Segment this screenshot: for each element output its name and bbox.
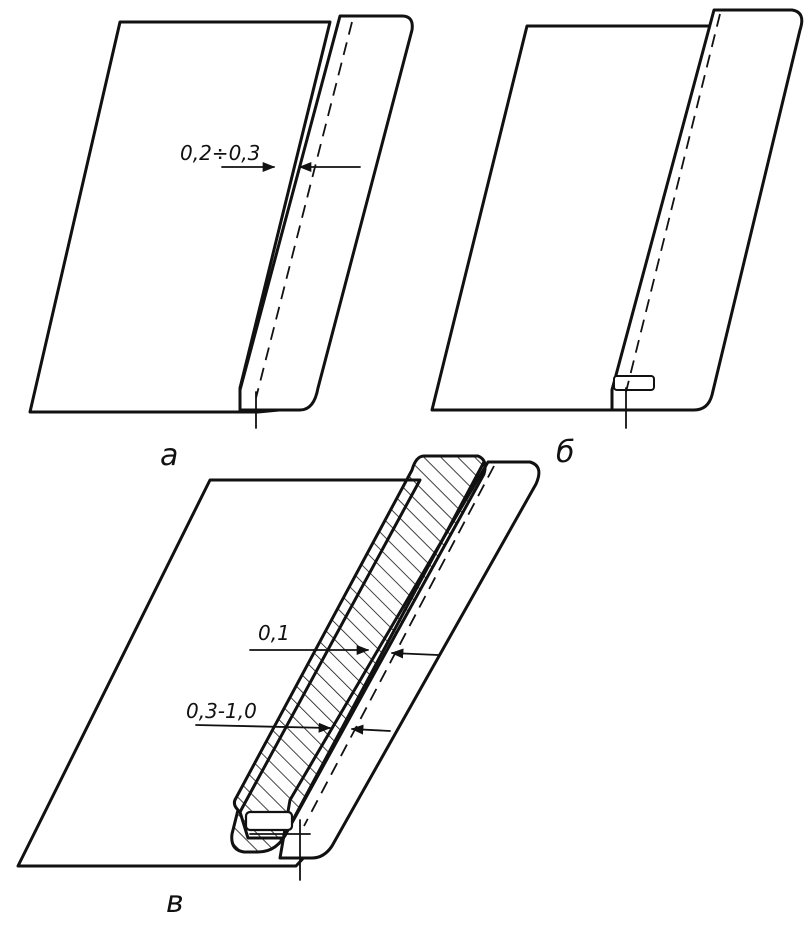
figure-v-dim1-line [390,648,439,659]
figure-b-caption: б [556,435,575,470]
figure-b-folded-strip [610,8,804,412]
figure-v-caption: в [166,885,184,920]
figure-v-fold-pocket [244,810,294,832]
figure-v-dim2-line [350,724,391,735]
figure-v: 0,1 0,3-1,0 в [16,454,541,920]
figure-v-dim1-label: 0,1 [258,621,290,645]
figure-v-dim2-label: 0,3-1,0 [186,699,257,723]
figure-a-stitch-line [255,21,353,399]
figure-a-dim-label: 0,2÷0,3 [180,141,260,165]
figure-a: 0,2÷0,3 а [28,14,414,473]
figure-a-folded-strip [238,14,414,412]
figure-v-stitch-line [303,465,495,827]
figure-v-dim2-leader [195,722,332,733]
figure-v-outer-fold [278,460,541,860]
figure-b-fold-pocket [613,375,655,391]
figure-b: б [430,8,804,470]
figure-a-caption: а [160,438,178,473]
figure-v-inner-edge [292,460,486,820]
figure-b-stitch-line [625,13,721,393]
